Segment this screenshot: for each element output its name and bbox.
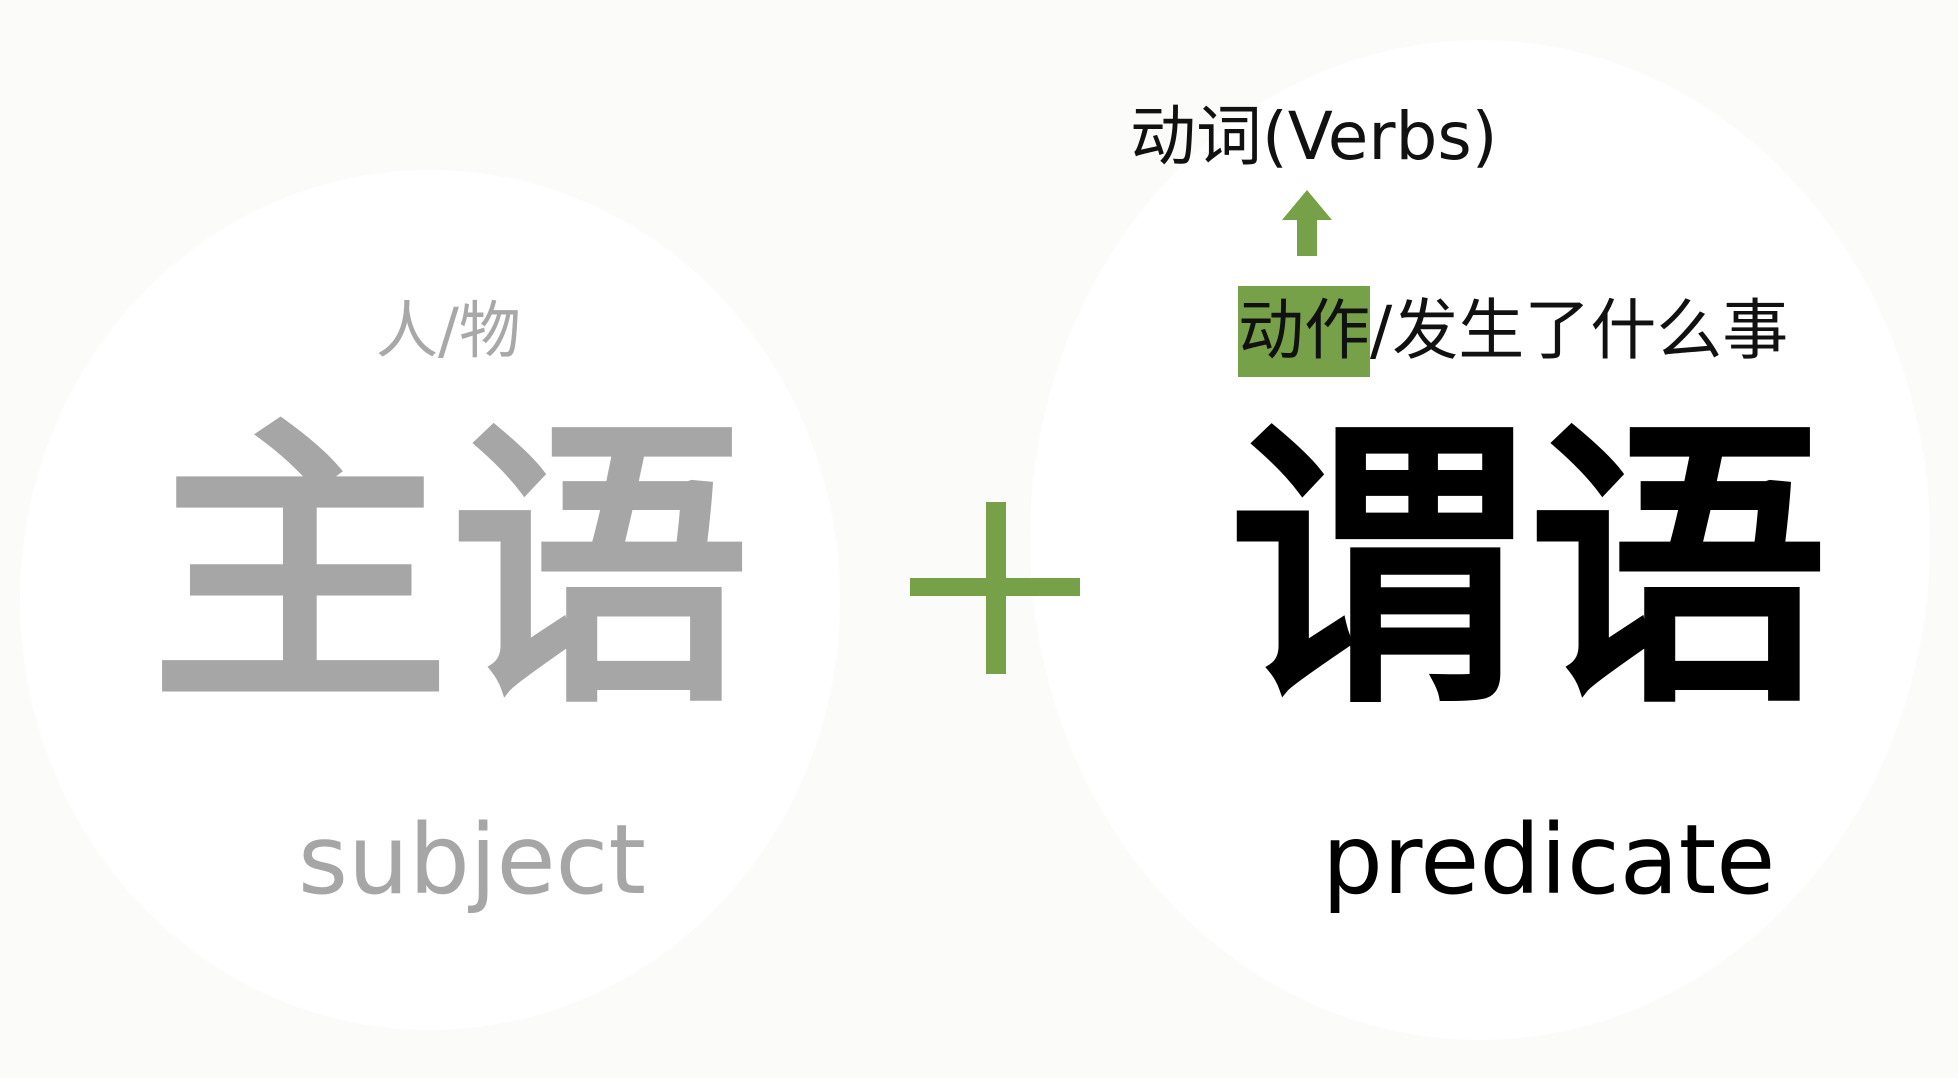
subject-english-term: subject <box>298 804 646 916</box>
background-blob-left <box>20 170 840 1030</box>
plus-vertical-bar <box>986 502 1006 674</box>
predicate-hint: 动作/发生了什么事 <box>1238 286 1788 377</box>
subject-hint: 人/物 <box>376 294 521 367</box>
plus-icon <box>910 502 1080 674</box>
predicate-hint-highlight: 动作 <box>1238 286 1370 377</box>
background-blob-right <box>1030 40 1930 1040</box>
verbs-label: 动词(Verbs) <box>1130 98 1498 175</box>
predicate-chinese-term: 谓语 <box>1228 391 1828 744</box>
predicate-hint-rest: /发生了什么事 <box>1370 292 1789 369</box>
subject-chinese-term: 主语 <box>150 391 750 744</box>
predicate-english-term: predicate <box>1322 804 1776 916</box>
up-arrow-icon <box>1282 190 1332 256</box>
